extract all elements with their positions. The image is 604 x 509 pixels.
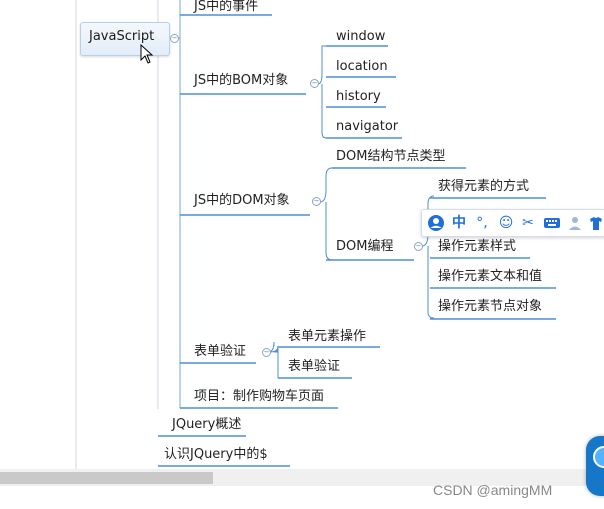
collapse-toggle-icon[interactable]: − [310,79,319,88]
scrollbar-thumb[interactable] [0,472,213,484]
node-element-text-value[interactable]: 操作元素文本和值 [438,269,543,284]
keyboard-icon[interactable] [543,214,561,232]
collapse-toggle-icon[interactable]: − [170,34,179,43]
node-navigator[interactable]: navigator [336,119,399,134]
node-js-dom[interactable]: JS中的DOM对象 [194,193,290,208]
user-icon[interactable] [568,214,582,232]
node-form-validation[interactable]: 表单验证 [194,344,247,359]
csdn-watermark: CSDN @amingMM [433,482,553,498]
node-js-events[interactable]: JS中的事件 [194,0,259,14]
punctuation-icon[interactable]: °, [476,215,488,231]
root-node-label: JavaScript [89,29,155,44]
collapse-toggle-icon[interactable]: − [414,242,423,251]
root-node-javascript[interactable] [80,22,170,56]
node-get-elements[interactable]: 获得元素的方式 [438,179,530,194]
node-dom-node-types[interactable]: DOM结构节点类型 [336,149,446,164]
node-element-style[interactable]: 操作元素样式 [438,239,517,254]
node-project-cart[interactable]: 项目：制作购物车页面 [194,389,325,404]
status-area [0,486,604,509]
node-history[interactable]: history [336,89,381,104]
node-location[interactable]: location [336,59,388,74]
ime-toolbar[interactable]: 中 °, ☺ ✂ [421,209,604,237]
node-js-bom[interactable]: JS中的BOM对象 [194,73,289,88]
avatar-icon[interactable] [427,214,445,232]
ime-language-toggle[interactable]: 中 [452,215,466,231]
emoji-icon[interactable]: ☺ [498,215,514,231]
collapse-toggle-icon[interactable]: − [262,348,271,357]
node-element-node-object[interactable]: 操作元素节点对象 [438,299,543,314]
node-form-validate[interactable]: 表单验证 [288,359,341,374]
node-dom-programming[interactable]: DOM编程 [336,239,394,254]
node-jquery-overview[interactable]: JQuery概述 [172,417,242,432]
node-window[interactable]: window [336,29,386,44]
scissors-icon[interactable]: ✂ [522,215,534,231]
collapse-toggle-icon[interactable]: − [312,197,321,206]
shirt-icon[interactable] [588,214,604,232]
node-form-elements[interactable]: 表单元素操作 [288,329,367,344]
node-jquery-dollar[interactable]: 认识JQuery中的$ [164,447,268,462]
assistant-logo-icon [593,446,604,468]
mouse-cursor-icon [140,44,154,64]
